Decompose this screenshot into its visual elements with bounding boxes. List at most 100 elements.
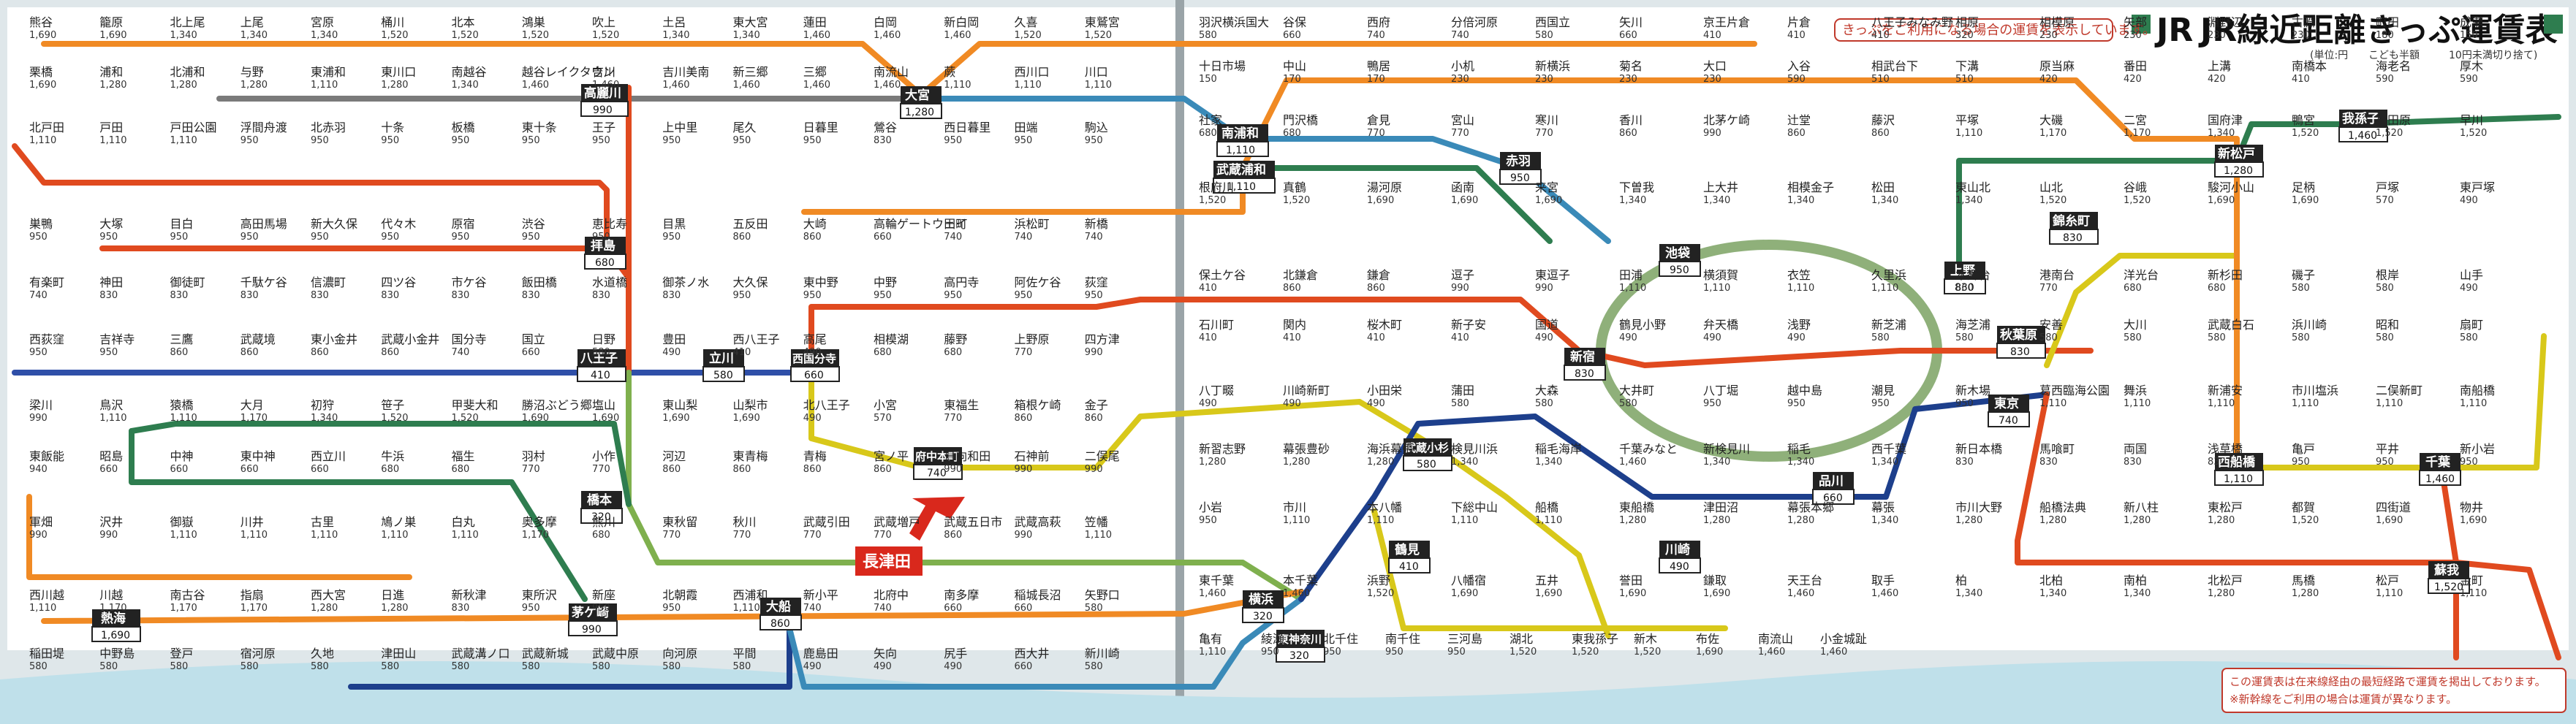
station[interactable]: 物井1,690 bbox=[2460, 500, 2487, 526]
station[interactable]: 吉川1,460 bbox=[592, 65, 619, 91]
junction-higashi-kanagawa[interactable]: 東神奈川 320 bbox=[1276, 630, 1325, 663]
station[interactable]: 北本1,520 bbox=[452, 15, 479, 41]
junction-atami[interactable]: 熱海 1,690 bbox=[91, 609, 141, 642]
junction-chiba[interactable]: 千葉 1,460 bbox=[2419, 453, 2461, 486]
junction-tachikawa[interactable]: 立川 580 bbox=[702, 349, 745, 382]
station[interactable]: 二宮1,170 bbox=[2124, 113, 2151, 139]
station[interactable]: 熊谷1,690 bbox=[29, 15, 56, 41]
station[interactable]: 大月1,170 bbox=[240, 398, 268, 424]
station[interactable]: 初狩1,340 bbox=[311, 398, 338, 424]
junction-akihabara[interactable]: 秋葉原 830 bbox=[1996, 326, 2046, 359]
junction-ueno[interactable]: 上野 830 bbox=[1944, 262, 1986, 294]
station[interactable]: 三郷1,460 bbox=[803, 65, 830, 91]
junction-kinshicho[interactable]: 錦糸町 830 bbox=[2049, 212, 2099, 245]
station[interactable]: 川越1,170 bbox=[99, 588, 126, 614]
junction-haijima[interactable]: 拝島 680 bbox=[584, 237, 626, 270]
junction-chigasaki[interactable]: 茅ケ崎 990 bbox=[568, 603, 618, 636]
station[interactable]: 馬橋1,280 bbox=[2292, 574, 2319, 599]
station[interactable]: 籠原1,690 bbox=[99, 15, 126, 41]
station[interactable]: 金町1,110 bbox=[2460, 574, 2487, 599]
station[interactable]: 日進1,280 bbox=[381, 588, 408, 614]
station[interactable]: 与野1,280 bbox=[240, 65, 268, 91]
station[interactable]: 衣笠1,110 bbox=[1787, 268, 1814, 294]
junction-hachioji[interactable]: 八王子 410 bbox=[577, 349, 626, 382]
station[interactable]: 戸田1,110 bbox=[99, 121, 126, 146]
station[interactable]: 湖北1,520 bbox=[1509, 632, 1537, 658]
junction-omiya[interactable]: 大宮 1,280 bbox=[900, 86, 942, 119]
station[interactable]: 南柏1,340 bbox=[2124, 574, 2151, 599]
